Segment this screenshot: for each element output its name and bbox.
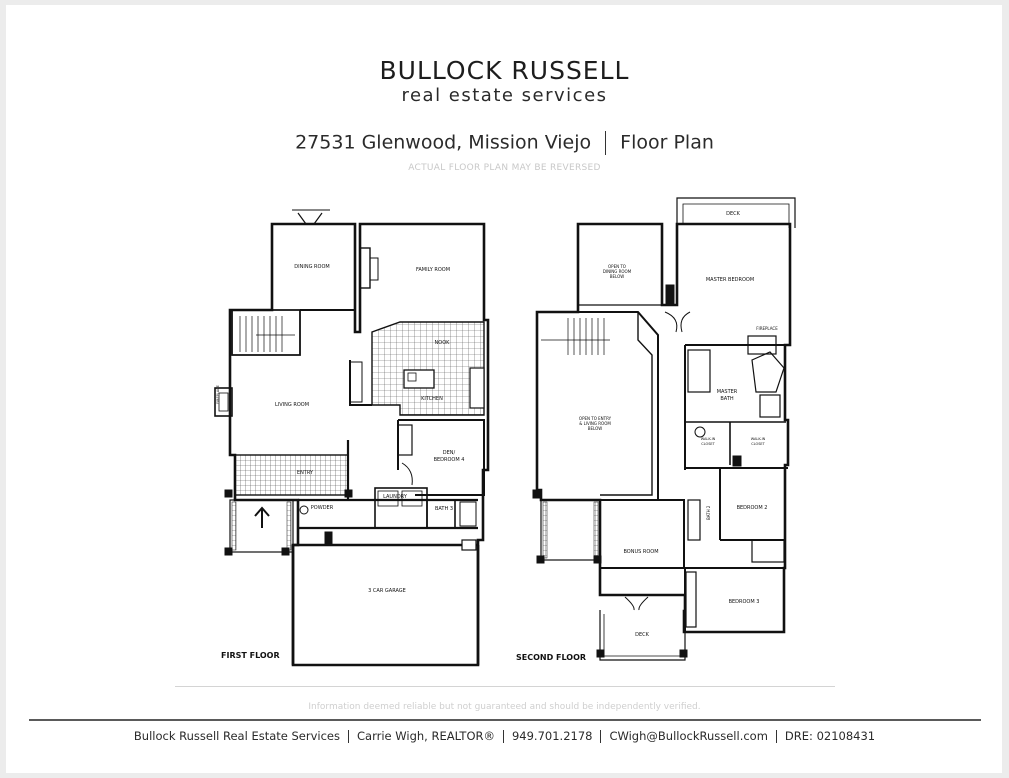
disclaimer: Information deemed reliable but not guar… bbox=[308, 702, 701, 712]
label-kitchen: KITCHEN bbox=[421, 396, 443, 402]
second-floor-labels: DECK OPEN TO DINING ROOM BELOW MASTER BE… bbox=[516, 211, 778, 662]
second-floor-plan bbox=[532, 197, 796, 661]
brand-tagline: real estate services bbox=[401, 85, 608, 106]
label-bonus-room: BONUS ROOM bbox=[623, 549, 658, 555]
label-deck-bottom: DECK bbox=[635, 632, 650, 638]
label-open-entry-3: BELOW bbox=[588, 426, 603, 431]
label-fireplace-2: FIREPLACE bbox=[756, 326, 778, 331]
footer-divider bbox=[502, 730, 504, 743]
label-bedroom-4: BEDROOM 4 bbox=[434, 457, 465, 463]
footer-divider bbox=[600, 730, 602, 743]
property-address: 27531 Glenwood, Mission Viejo bbox=[295, 131, 592, 154]
footer-company: Bullock Russell Real Estate Services bbox=[133, 729, 340, 743]
label-open-dining-1: OPEN TO bbox=[608, 264, 626, 269]
label-walkin-1: WALK-IN bbox=[701, 437, 716, 441]
brand-name: BULLOCK RUSSELL bbox=[379, 56, 630, 85]
label-dining-room: DINING ROOM bbox=[294, 264, 329, 270]
label-entry: ENTRY bbox=[297, 470, 314, 476]
document-page bbox=[6, 5, 1002, 773]
label-closet-1: CLOSET bbox=[701, 442, 715, 446]
label-open-entry-2: & LIVING ROOM bbox=[579, 421, 611, 426]
label-living-room: LIVING ROOM bbox=[275, 402, 309, 408]
title-divider bbox=[605, 131, 607, 155]
label-den: DEN/ bbox=[443, 450, 456, 456]
second-floor-label: SECOND FLOOR bbox=[516, 653, 586, 662]
footer-phone: 949.701.2178 bbox=[511, 729, 593, 743]
label-family-room: FAMILY ROOM bbox=[416, 267, 450, 273]
label-bedroom-3: BEDROOM 3 bbox=[729, 599, 760, 605]
first-floor-labels: DINING ROOM FAMILY ROOM NOOK LIVING ROOM… bbox=[216, 264, 464, 660]
label-powder: POWDER bbox=[311, 505, 334, 511]
document-title: Floor Plan bbox=[620, 131, 714, 154]
label-bath-3: BATH 3 bbox=[435, 506, 453, 512]
footer: Bullock Russell Real Estate Services Carr… bbox=[0, 729, 1009, 743]
label-bedroom-2: BEDROOM 2 bbox=[737, 505, 768, 511]
label-open-dining-3: BELOW bbox=[610, 274, 625, 279]
label-laundry: LAUNDRY bbox=[383, 494, 408, 500]
label-nook: NOOK bbox=[435, 340, 451, 346]
label-closet-2: CLOSET bbox=[751, 442, 765, 446]
label-bath-2: BATH 2 bbox=[706, 505, 711, 520]
label-walkin-2: WALK-IN bbox=[751, 437, 766, 441]
first-floor-label: FIRST FLOOR bbox=[221, 651, 280, 660]
label-open-dining-2: DINING ROOM bbox=[603, 269, 632, 274]
label-deck-top: DECK bbox=[726, 211, 741, 217]
footer-agent: Carrie Wigh, REALTOR® bbox=[357, 729, 495, 743]
footer-rule bbox=[29, 719, 981, 721]
footer-divider bbox=[775, 730, 777, 743]
label-fireplace: FIREPLACE bbox=[216, 385, 220, 404]
label-master-bath-2: BATH bbox=[720, 396, 734, 402]
label-open-entry-1: OPEN TO ENTRY bbox=[579, 416, 612, 421]
label-master-bedroom: MASTER BEDROOM bbox=[706, 277, 754, 283]
label-garage: 3 CAR GARAGE bbox=[368, 588, 406, 594]
title-row: 27531 Glenwood, Mission Viejo Floor Plan bbox=[0, 131, 1009, 155]
footer-dre: DRE: 02108431 bbox=[784, 729, 876, 743]
footer-email: CWigh@BullockRussell.com bbox=[609, 729, 768, 743]
first-floor-plan bbox=[214, 209, 490, 667]
reversed-note: ACTUAL FLOOR PLAN MAY BE REVERSED bbox=[408, 163, 601, 173]
label-master-bath-1: MASTER bbox=[717, 389, 738, 395]
footer-divider bbox=[348, 730, 349, 743]
divider-line bbox=[175, 686, 835, 687]
